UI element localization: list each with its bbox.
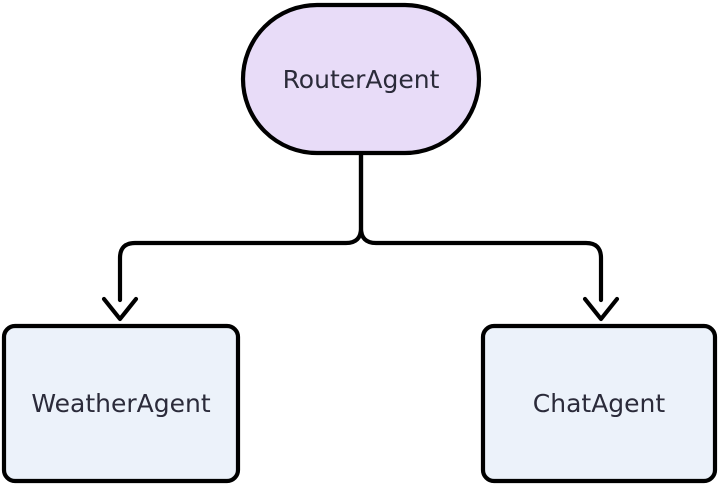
node-router-agent-shape (240, 2, 482, 156)
edge-router-to-chat[interactable] (358, 152, 620, 322)
node-chat-agent-shape (480, 323, 718, 484)
edge-router-to-weather[interactable] (101, 152, 364, 322)
edge-router-to-weather-arrowhead (101, 296, 139, 322)
edge-layer (101, 152, 620, 322)
node-weather-agent[interactable]: WeatherAgent (1, 323, 241, 484)
node-router-agent[interactable]: RouterAgent (240, 2, 482, 156)
edge-router-to-chat-arrowhead (582, 296, 620, 322)
edge-router-to-weather-path (117, 152, 364, 303)
node-chat-agent[interactable]: ChatAgent (480, 323, 718, 484)
node-weather-agent-shape (1, 323, 241, 484)
edge-router-to-chat-path (358, 152, 604, 303)
